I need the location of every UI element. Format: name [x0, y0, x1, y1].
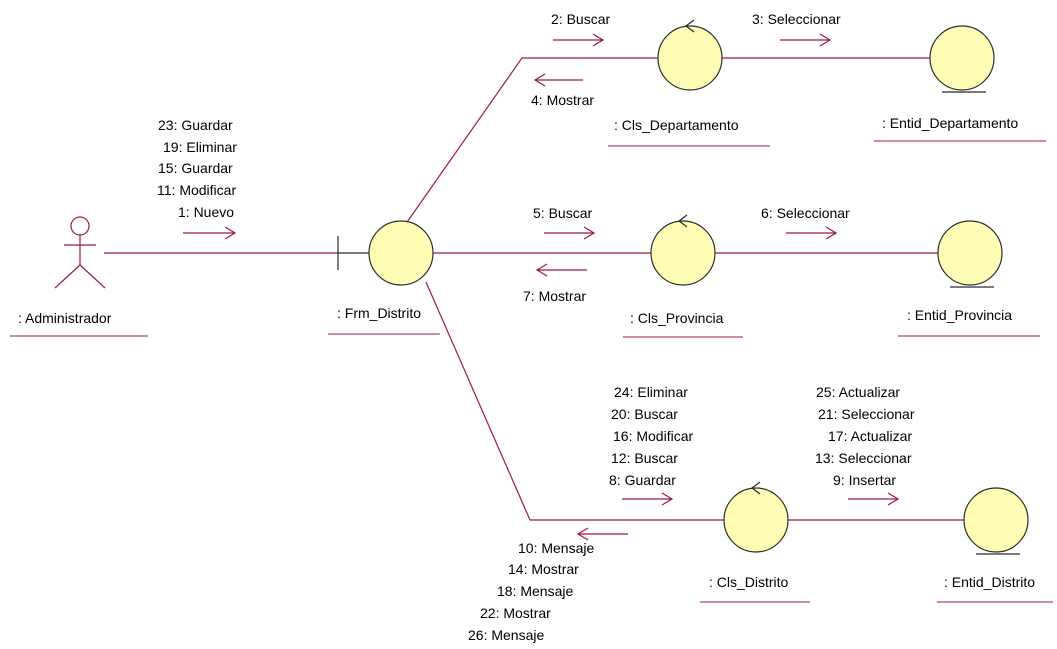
msg-cls-entid-provincia: 6: Seleccionar: [761, 205, 850, 221]
msg-form-cls-distrito-5: 8: Guardar: [609, 472, 676, 488]
link-form-cls-departamento: [404, 57, 658, 226]
msg-cls-provincia-form: 7: Mostrar: [523, 288, 586, 304]
actor-left-leg: [54, 264, 81, 289]
msg-form-cls-distrito-4: 12: Buscar: [611, 450, 678, 466]
arrow-to-cls-provincia: [544, 226, 596, 240]
msg-actor-form-2: 19: Eliminar: [163, 139, 237, 155]
msg-actor-form-4: 11: Modificar: [157, 182, 236, 198]
arrow-to-entid-provincia: [786, 226, 838, 240]
actor-administrador: [54, 216, 106, 289]
entid-departamento-label: : Entid_Departamento: [882, 115, 1018, 131]
msg-cls-entid-distrito-2: 21: Seleccionar: [818, 406, 915, 422]
msg-cls-entid-distrito-4: 13: Seleccionar: [815, 450, 912, 466]
msg-cls-distrito-form-2: 14: Mostrar: [508, 561, 579, 577]
arrow-to-cls-departamento: [553, 33, 605, 47]
arrow-to-cls-distrito: [622, 492, 674, 506]
entid-distrito-label: : Entid_Distrito: [944, 574, 1035, 590]
control-cls-provincia: [650, 214, 716, 286]
msg-cls-distrito-form-4: 22: Mostrar: [480, 605, 551, 621]
msg-cls-entid-distrito-3: 17: Actualizar: [828, 428, 912, 444]
msg-actor-form-5: 1: Nuevo: [178, 204, 234, 220]
entity-entid-provincia: [937, 220, 1003, 288]
msg-form-cls-distrito-2: 20: Buscar: [611, 406, 678, 422]
entity-entid-distrito: [963, 487, 1029, 555]
actor-right-leg: [79, 264, 106, 289]
arrow-actor-to-form: [183, 226, 237, 240]
entity-circle: [963, 487, 1029, 553]
arrow-from-cls-distrito: [576, 527, 628, 541]
msg-actor-form-1: 23: Guardar: [158, 117, 233, 133]
msg-cls-entid-distrito-1: 25: Actualizar: [816, 384, 900, 400]
cls-departamento-label: : Cls_Departamento: [614, 117, 739, 133]
link-form-cls-distrito: [425, 281, 724, 521]
msg-form-cls-distrito-1: 24: Eliminar: [614, 384, 688, 400]
actor-label: : Administrador: [18, 310, 112, 326]
msg-cls-distrito-form-3: 18: Mensaje: [497, 583, 573, 599]
arrow-to-entid-distrito: [848, 492, 900, 506]
control-circle: [657, 25, 723, 91]
control-arrow-icon: [685, 19, 695, 33]
control-arrow-icon: [678, 214, 688, 228]
msg-cls-departamento-form: 4: Mostrar: [531, 92, 594, 108]
control-cls-departamento: [657, 19, 723, 91]
entity-circle: [937, 220, 1003, 286]
msg-cls-distrito-form-1: 10: Mensaje: [518, 540, 594, 556]
arrow-from-cls-provincia: [535, 263, 587, 277]
msg-form-cls-departamento: 2: Buscar: [551, 11, 610, 27]
entity-circle: [929, 25, 995, 91]
control-cls-distrito: [723, 481, 789, 553]
arrow-from-cls-departamento: [533, 73, 583, 87]
boundary-frm-distrito: [337, 220, 434, 286]
control-circle: [650, 220, 716, 286]
boundary-circle: [368, 220, 434, 286]
control-arrow-icon: [751, 481, 761, 495]
msg-cls-entid-departamento: 3: Seleccionar: [752, 11, 841, 27]
control-circle: [723, 487, 789, 553]
msg-cls-distrito-form-5: 26: Mensaje: [468, 627, 544, 643]
cls-distrito-label: : Cls_Distrito: [709, 574, 789, 590]
entity-entid-departamento: [929, 25, 995, 93]
arrow-to-entid-departamento: [780, 33, 832, 47]
cls-provincia-label: : Cls_Provincia: [630, 310, 724, 326]
msg-cls-entid-distrito-5: 9: Insertar: [833, 472, 896, 488]
msg-form-cls-provincia: 5: Buscar: [533, 205, 592, 221]
boundary-label: : Frm_Distrito: [337, 305, 421, 321]
entid-provincia-label: : Entid_Provincia: [907, 307, 1012, 323]
msg-actor-form-3: 15: Guardar: [158, 160, 233, 176]
actor-head-icon: [70, 216, 90, 236]
msg-form-cls-distrito-3: 16: Modificar: [613, 428, 693, 444]
